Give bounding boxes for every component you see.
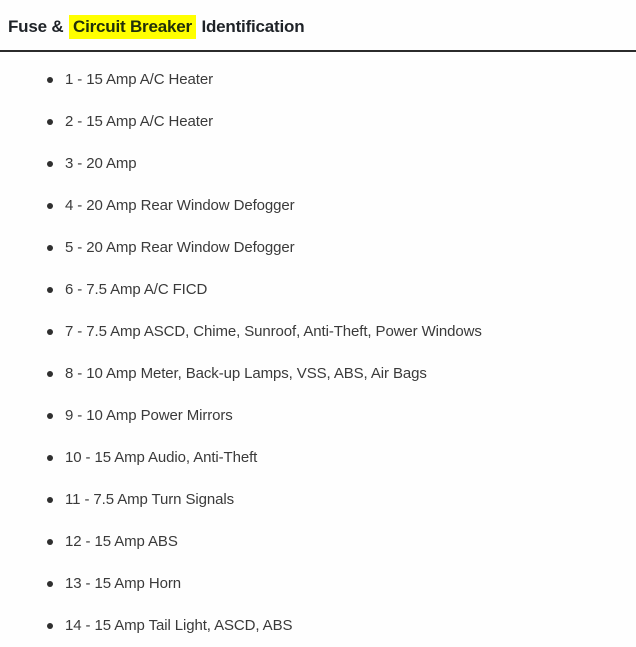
bullet-icon: [47, 160, 53, 167]
list-item-label: 5 - 20 Amp Rear Window Defogger: [65, 239, 295, 257]
title-prefix: Fuse &: [8, 17, 64, 37]
list-item: 6 - 7.5 Amp A/C FICD: [0, 269, 636, 311]
bullet-icon: [47, 622, 53, 629]
bullet-icon: [47, 118, 53, 125]
bullet-icon: [47, 202, 53, 209]
list-item: 10 - 15 Amp Audio, Anti-Theft: [0, 437, 636, 479]
page-header: Fuse & Circuit Breaker Identification: [0, 0, 636, 40]
list-item: 4 - 20 Amp Rear Window Defogger: [0, 185, 636, 227]
list-item: 14 - 15 Amp Tail Light, ASCD, ABS: [0, 605, 636, 647]
document-page: Fuse & Circuit Breaker Identification 1 …: [0, 0, 636, 634]
list-item: 7 - 7.5 Amp ASCD, Chime, Sunroof, Anti-T…: [0, 311, 636, 353]
list-item-label: 12 - 15 Amp ABS: [65, 533, 178, 551]
list-item-label: 9 - 10 Amp Power Mirrors: [65, 407, 233, 425]
list-item-label: 2 - 15 Amp A/C Heater: [65, 113, 213, 131]
bullet-icon: [47, 244, 53, 251]
list-item-label: 14 - 15 Amp Tail Light, ASCD, ABS: [65, 617, 293, 635]
title-suffix: Identification: [201, 17, 305, 37]
heading-divider: [0, 49, 636, 52]
list-item: 3 - 20 Amp: [0, 143, 636, 185]
list-item-label: 8 - 10 Amp Meter, Back-up Lamps, VSS, AB…: [65, 365, 427, 383]
list-item-label: 10 - 15 Amp Audio, Anti-Theft: [65, 449, 258, 467]
list-item: 8 - 10 Amp Meter, Back-up Lamps, VSS, AB…: [0, 353, 636, 395]
bullet-icon: [47, 412, 53, 419]
list-item: 5 - 20 Amp Rear Window Defogger: [0, 227, 636, 269]
list-item-label: 13 - 15 Amp Horn: [65, 575, 181, 593]
bullet-icon: [47, 538, 53, 545]
bullet-icon: [47, 286, 53, 293]
list-item: 13 - 15 Amp Horn: [0, 563, 636, 605]
list-item: 11 - 7.5 Amp Turn Signals: [0, 479, 636, 521]
list-item-label: 4 - 20 Amp Rear Window Defogger: [65, 197, 295, 215]
list-item: 1 - 15 Amp A/C Heater: [0, 59, 636, 101]
page-title: Fuse & Circuit Breaker Identification: [8, 15, 636, 40]
list-item-label: 11 - 7.5 Amp Turn Signals: [65, 491, 234, 509]
list-item: 12 - 15 Amp ABS: [0, 521, 636, 563]
fuse-list: 1 - 15 Amp A/C Heater 2 - 15 Amp A/C Hea…: [0, 59, 636, 647]
bullet-icon: [47, 370, 53, 377]
bullet-icon: [47, 76, 53, 83]
bullet-icon: [47, 328, 53, 335]
list-item: 9 - 10 Amp Power Mirrors: [0, 395, 636, 437]
list-item: 2 - 15 Amp A/C Heater: [0, 101, 636, 143]
highlighted-term: Circuit Breaker: [69, 15, 196, 40]
bullet-icon: [47, 496, 53, 503]
list-item-label: 3 - 20 Amp: [65, 155, 137, 173]
bullet-icon: [47, 580, 53, 587]
list-item-label: 1 - 15 Amp A/C Heater: [65, 71, 213, 89]
bullet-icon: [47, 454, 53, 461]
list-item-label: 7 - 7.5 Amp ASCD, Chime, Sunroof, Anti-T…: [65, 323, 482, 341]
list-item-label: 6 - 7.5 Amp A/C FICD: [65, 281, 208, 299]
